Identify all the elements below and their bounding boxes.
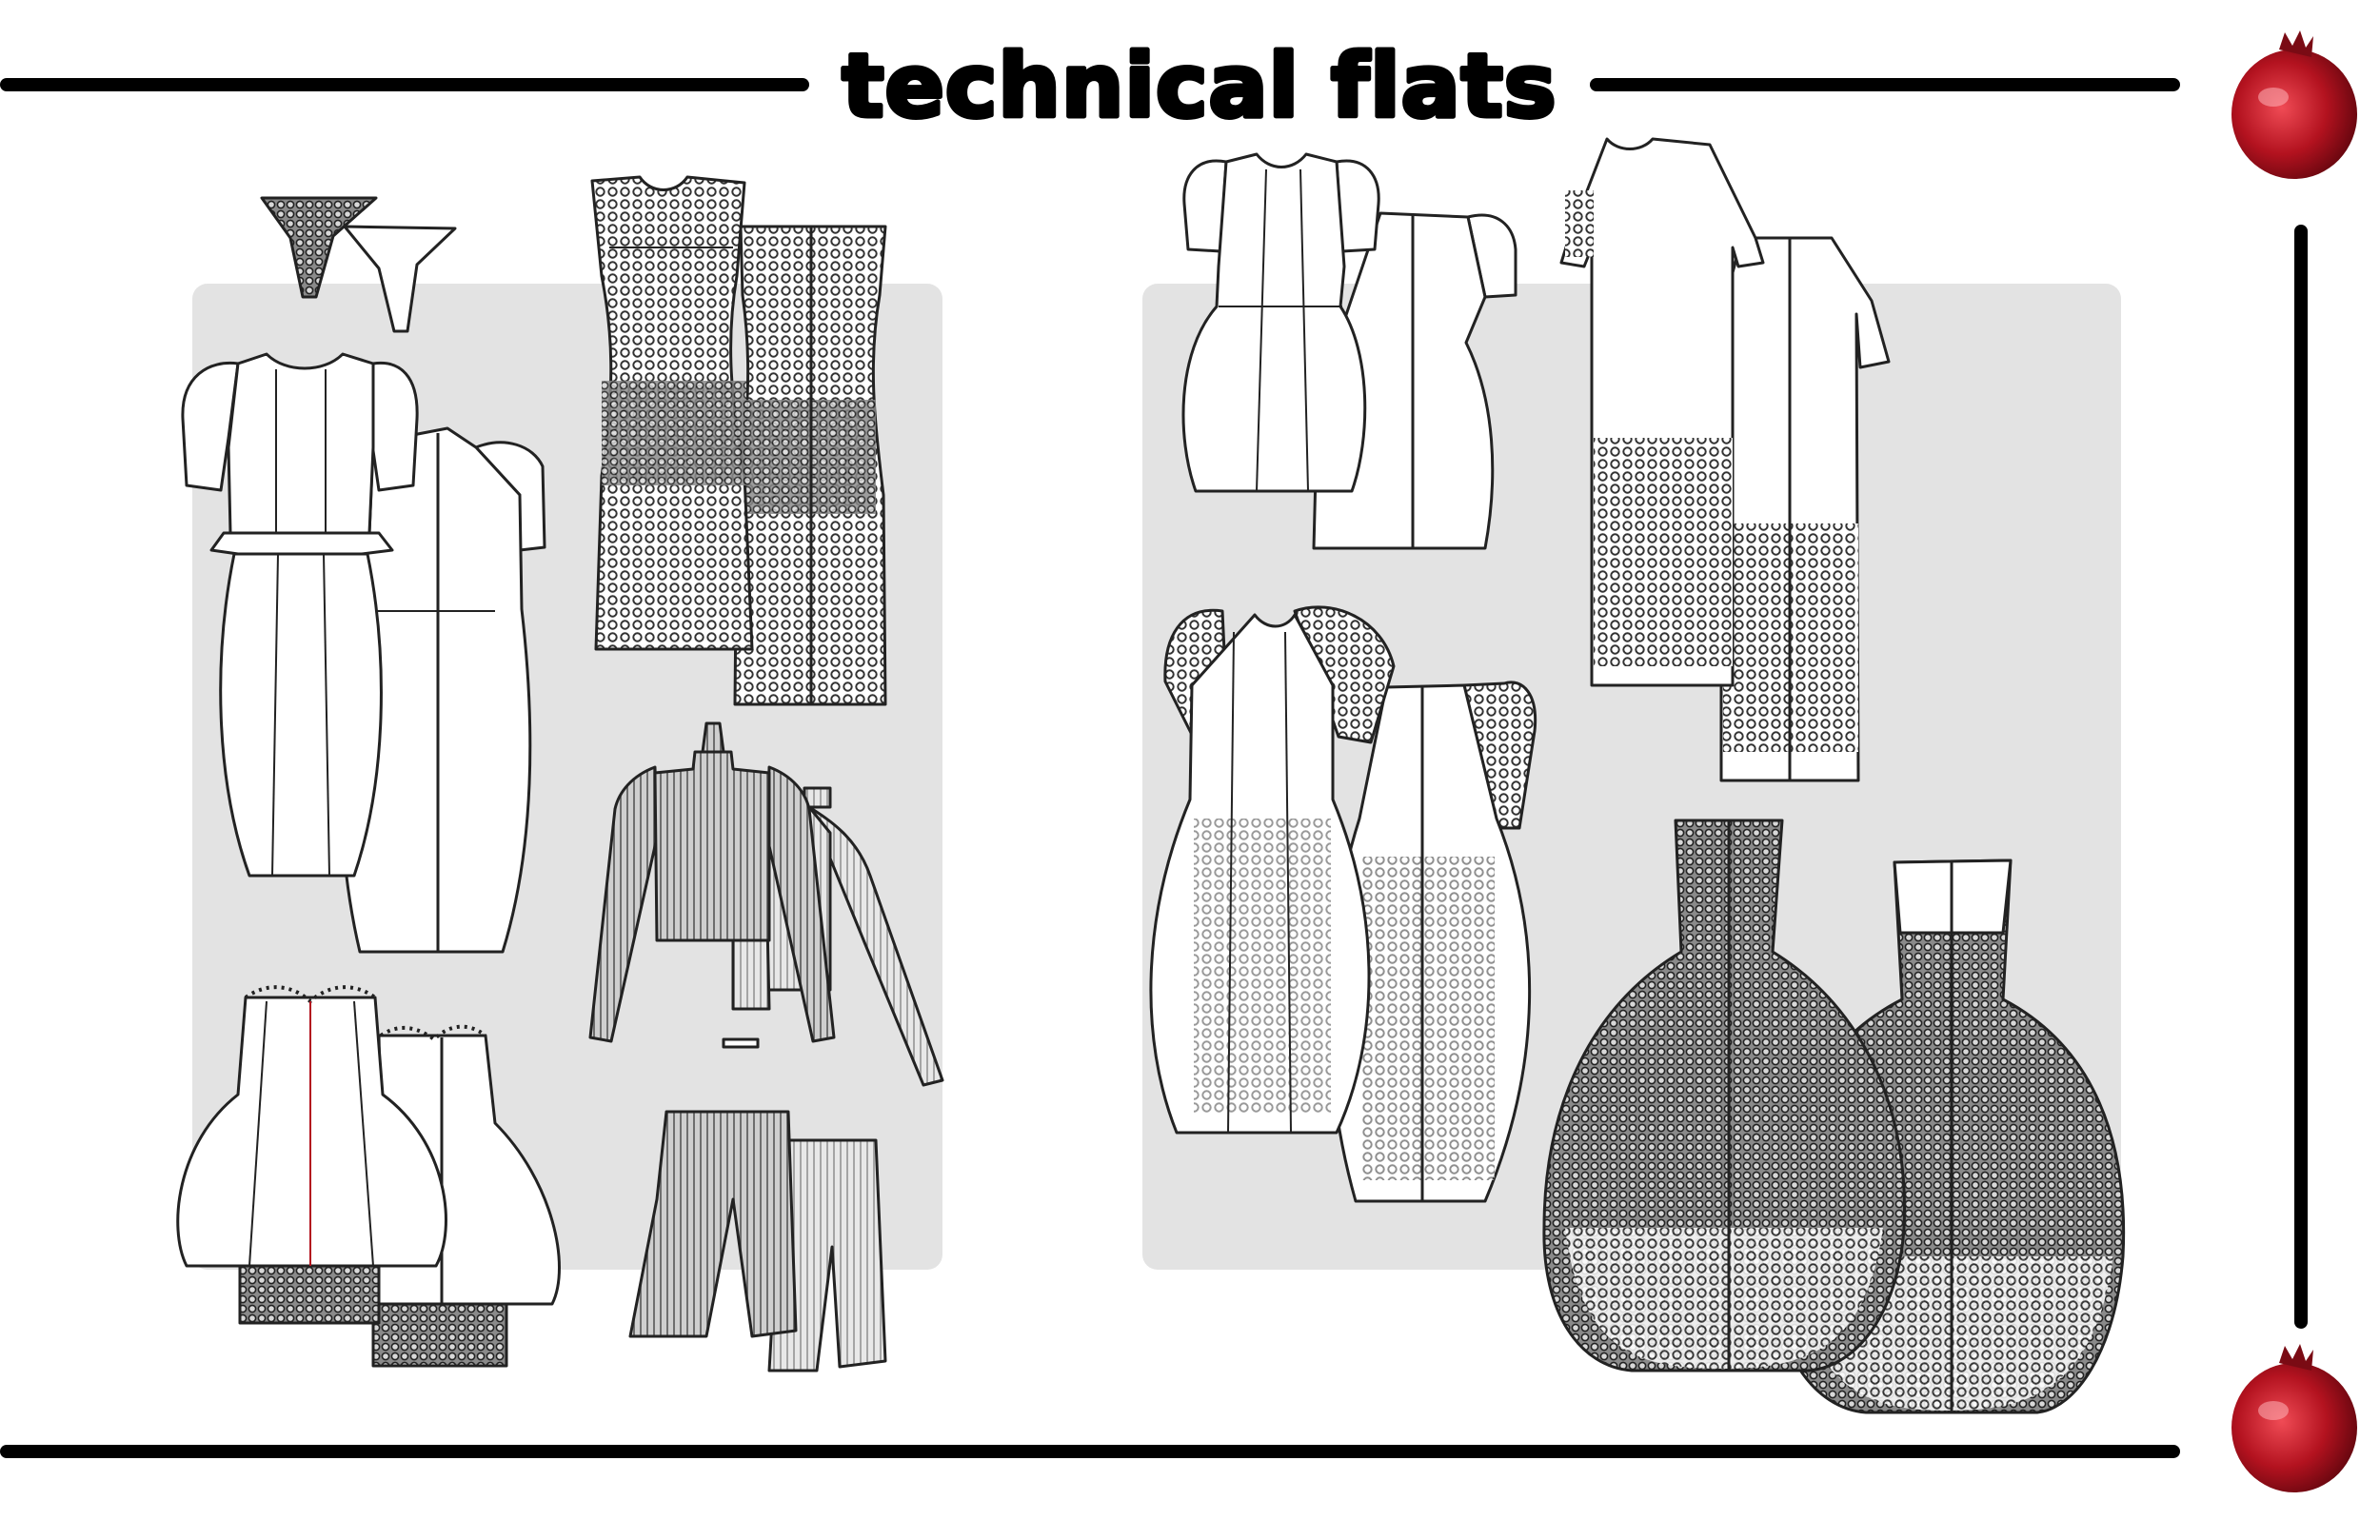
header-rule-left — [0, 78, 809, 91]
puff-sleeve-mini-dress-front-flat — [1181, 152, 1380, 493]
puff-sleeve-beaded-column-front-flat — [1149, 605, 1396, 1135]
page-title: technical flats — [843, 35, 1557, 137]
beaded-sheath-dress-front-flat — [590, 175, 754, 651]
pleated-top-front-flat — [588, 721, 836, 1049]
long-beaded-sheath-front-flat — [1559, 137, 1765, 687]
puff-sleeve-beaded-column-back-flat — [1328, 681, 1537, 1203]
beaded-sheath-dress-back-flat — [733, 225, 887, 706]
pleated-leggings-front-flat — [628, 1110, 798, 1338]
header: technical flats — [0, 33, 2180, 140]
side-rule — [2294, 225, 2308, 1329]
long-beaded-sheath-back-flat — [1719, 236, 1891, 782]
strapless-bubble-dress-front-flat — [176, 985, 447, 1325]
peplum-dress-back-flat — [338, 426, 546, 954]
pomegranate-icon — [2231, 1344, 2357, 1492]
pomegranate-icon — [2231, 30, 2357, 179]
beaded-briefs-flat — [260, 196, 457, 333]
peplum-dress-front-flat — [181, 352, 419, 878]
beaded-ball-gown-front-flat — [1542, 819, 1907, 1372]
footer-rule — [0, 1445, 2180, 1458]
header-rule-right — [1590, 78, 2180, 91]
